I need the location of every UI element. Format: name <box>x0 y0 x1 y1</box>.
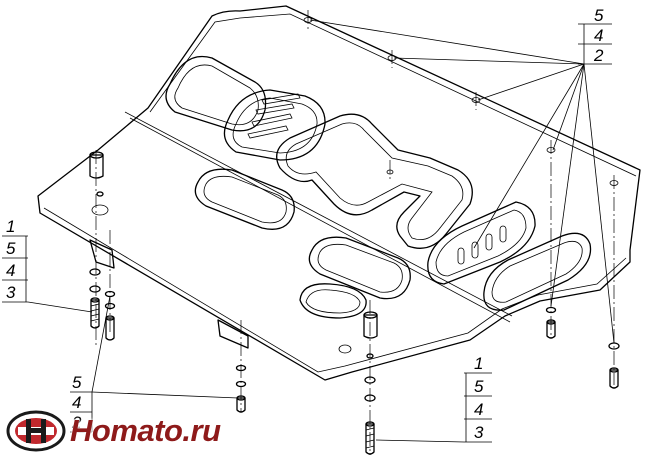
watermark-logo-icon <box>6 410 66 452</box>
callout-top-right-2: 4 <box>594 26 603 45</box>
rear-fold <box>149 13 637 177</box>
front-fold <box>43 207 627 373</box>
bracket-front <box>217 319 249 349</box>
callout-bottom-left: 5 4 2 <box>70 295 239 433</box>
slot-rear-left <box>165 55 267 132</box>
watermark: Homato.ru <box>6 407 221 455</box>
bracket-left <box>89 239 115 269</box>
washer <box>89 268 101 276</box>
slot-vent-rear <box>223 89 326 161</box>
slot-front-left <box>194 168 295 230</box>
bolt-heads-top <box>96 191 374 359</box>
callout-bottom-left-3: 2 <box>71 413 82 432</box>
callout-bottom-right: 1 5 4 3 <box>375 354 492 443</box>
callout-bottom-right-3: 4 <box>474 400 483 419</box>
bolt-stack-left <box>89 268 101 329</box>
callout-left-4: 3 <box>6 283 16 302</box>
plate-outline <box>37 5 641 381</box>
callout-top-right-3: 2 <box>593 46 604 65</box>
slot-right-long <box>483 232 592 311</box>
callout-top-right: 5 4 2 <box>309 6 615 344</box>
spacer-bushing-front <box>363 311 378 339</box>
callout-bottom-right-4: 3 <box>474 423 484 442</box>
callout-bottom-right-2: 5 <box>474 377 484 396</box>
bolt-stack-right-1 <box>545 306 557 339</box>
mounting-holes <box>91 17 619 354</box>
callout-left: 1 5 4 3 <box>2 217 93 313</box>
callout-bottom-left-1: 5 <box>72 373 82 392</box>
spring-washer <box>89 285 101 293</box>
callout-left-3: 4 <box>6 261 15 280</box>
callout-bottom-left-2: 4 <box>72 393 81 412</box>
bolt-stack-front <box>364 376 376 455</box>
slot-vent-right <box>427 201 536 285</box>
slot-front-center <box>308 236 411 300</box>
bend-line-2 <box>129 117 511 323</box>
vent-louvres <box>247 93 301 139</box>
center-s-recess <box>276 113 473 249</box>
callout-top-right-1: 5 <box>594 6 604 25</box>
drain-opening <box>299 283 367 319</box>
watermark-text: Homato.ru <box>70 413 221 448</box>
vent-louvres-right <box>457 225 507 265</box>
callout-left-1: 1 <box>6 217 15 236</box>
bolt <box>90 299 100 329</box>
spacer-bushing-left <box>89 151 104 179</box>
skid-plate <box>37 5 641 381</box>
callout-left-2: 5 <box>6 239 16 258</box>
callout-bottom-right-1: 1 <box>474 354 483 373</box>
